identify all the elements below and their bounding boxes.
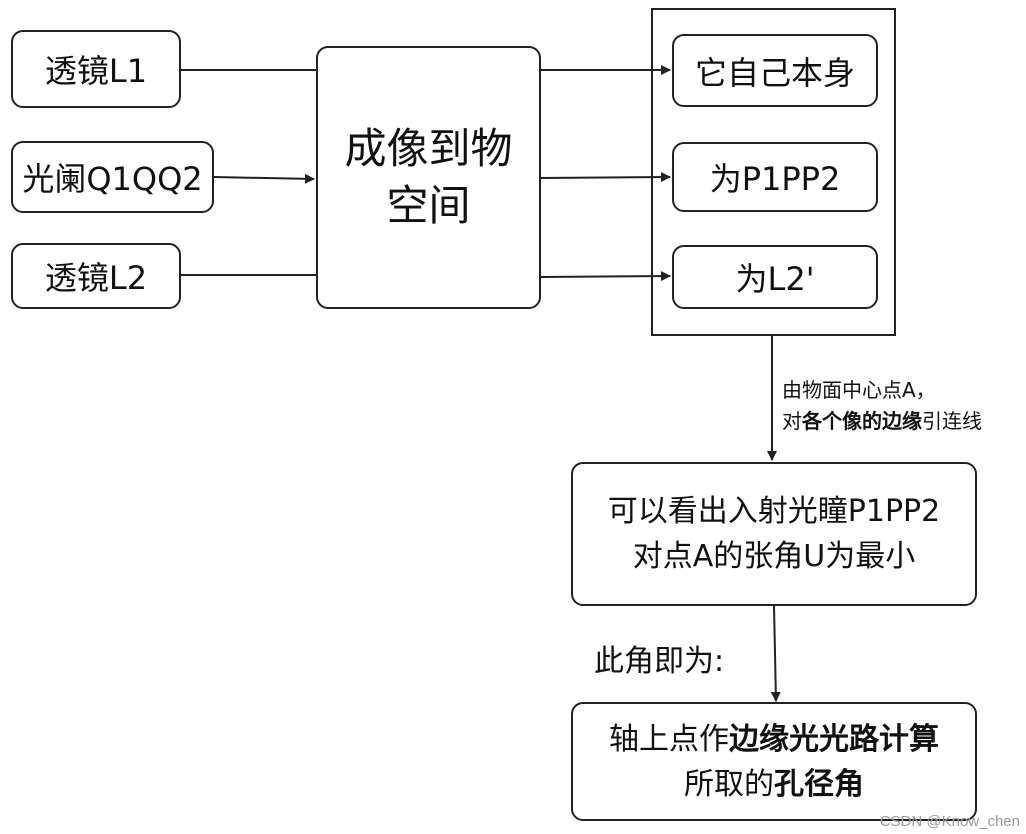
process-box: 成像到物 空间	[316, 46, 541, 309]
process-line2: 空间	[386, 180, 471, 230]
stop-box: 光阑Q1QQ2	[11, 141, 214, 213]
lens1-box: 透镜L1	[11, 30, 181, 108]
arrow-stop-to-process	[213, 173, 315, 184]
final-line1: 轴上点作边缘光光路计算	[609, 717, 939, 762]
therefore-label: 此角即为:	[594, 644, 725, 679]
stop-label: 光阑Q1QQ2	[22, 160, 203, 198]
outputs-group-frame	[651, 8, 896, 336]
csdn-watermark: CSDN @Know_chen	[879, 813, 1020, 830]
note-line2-bold: 各个像的边缘	[802, 409, 922, 433]
arrow-process-to-l2prime	[540, 271, 671, 282]
note-line1: 由物面中心点A，	[782, 378, 936, 402]
process-line1: 成像到物	[344, 123, 513, 173]
output-l2prime-label: 为L2'	[735, 260, 815, 298]
connecting-note: 由物面中心点A， 对各个像的边缘引连线	[782, 375, 982, 437]
final-line2-pre: 所取的	[684, 766, 774, 802]
arrow-process-to-p1pp2	[540, 172, 671, 183]
result-box: 可以看出入射光瞳P1PP2 对点A的张角U为最小	[571, 462, 977, 606]
final-line2-bold: 孔径角	[774, 766, 864, 802]
final-box: 轴上点作边缘光光路计算 所取的孔径角	[571, 702, 977, 821]
result-line1: 可以看出入射光瞳P1PP2	[607, 494, 941, 529]
final-line1-pre: 轴上点作	[609, 721, 729, 757]
output-self-box: 它自己本身	[672, 34, 878, 107]
note-line2: 对各个像的边缘引连线	[782, 406, 982, 437]
lens2-box: 透镜L2	[11, 243, 181, 309]
result-line2: 对点A的张角U为最小	[632, 539, 916, 574]
output-l2prime-box: 为L2'	[672, 245, 878, 309]
lens1-label: 透镜L1	[44, 52, 148, 90]
output-p1pp2-box: 为P1PP2	[672, 142, 878, 212]
final-line2: 所取的孔径角	[684, 762, 864, 807]
note-line2-pre: 对	[782, 409, 802, 433]
note-line2-post: 引连线	[922, 409, 982, 433]
lens2-label: 透镜L2	[44, 259, 148, 297]
arrow-result-to-final	[770, 605, 781, 702]
final-line1-bold: 边缘光光路计算	[729, 721, 939, 757]
output-p1pp2-label: 为P1PP2	[709, 160, 841, 198]
output-self-label: 它自己本身	[694, 53, 855, 92]
